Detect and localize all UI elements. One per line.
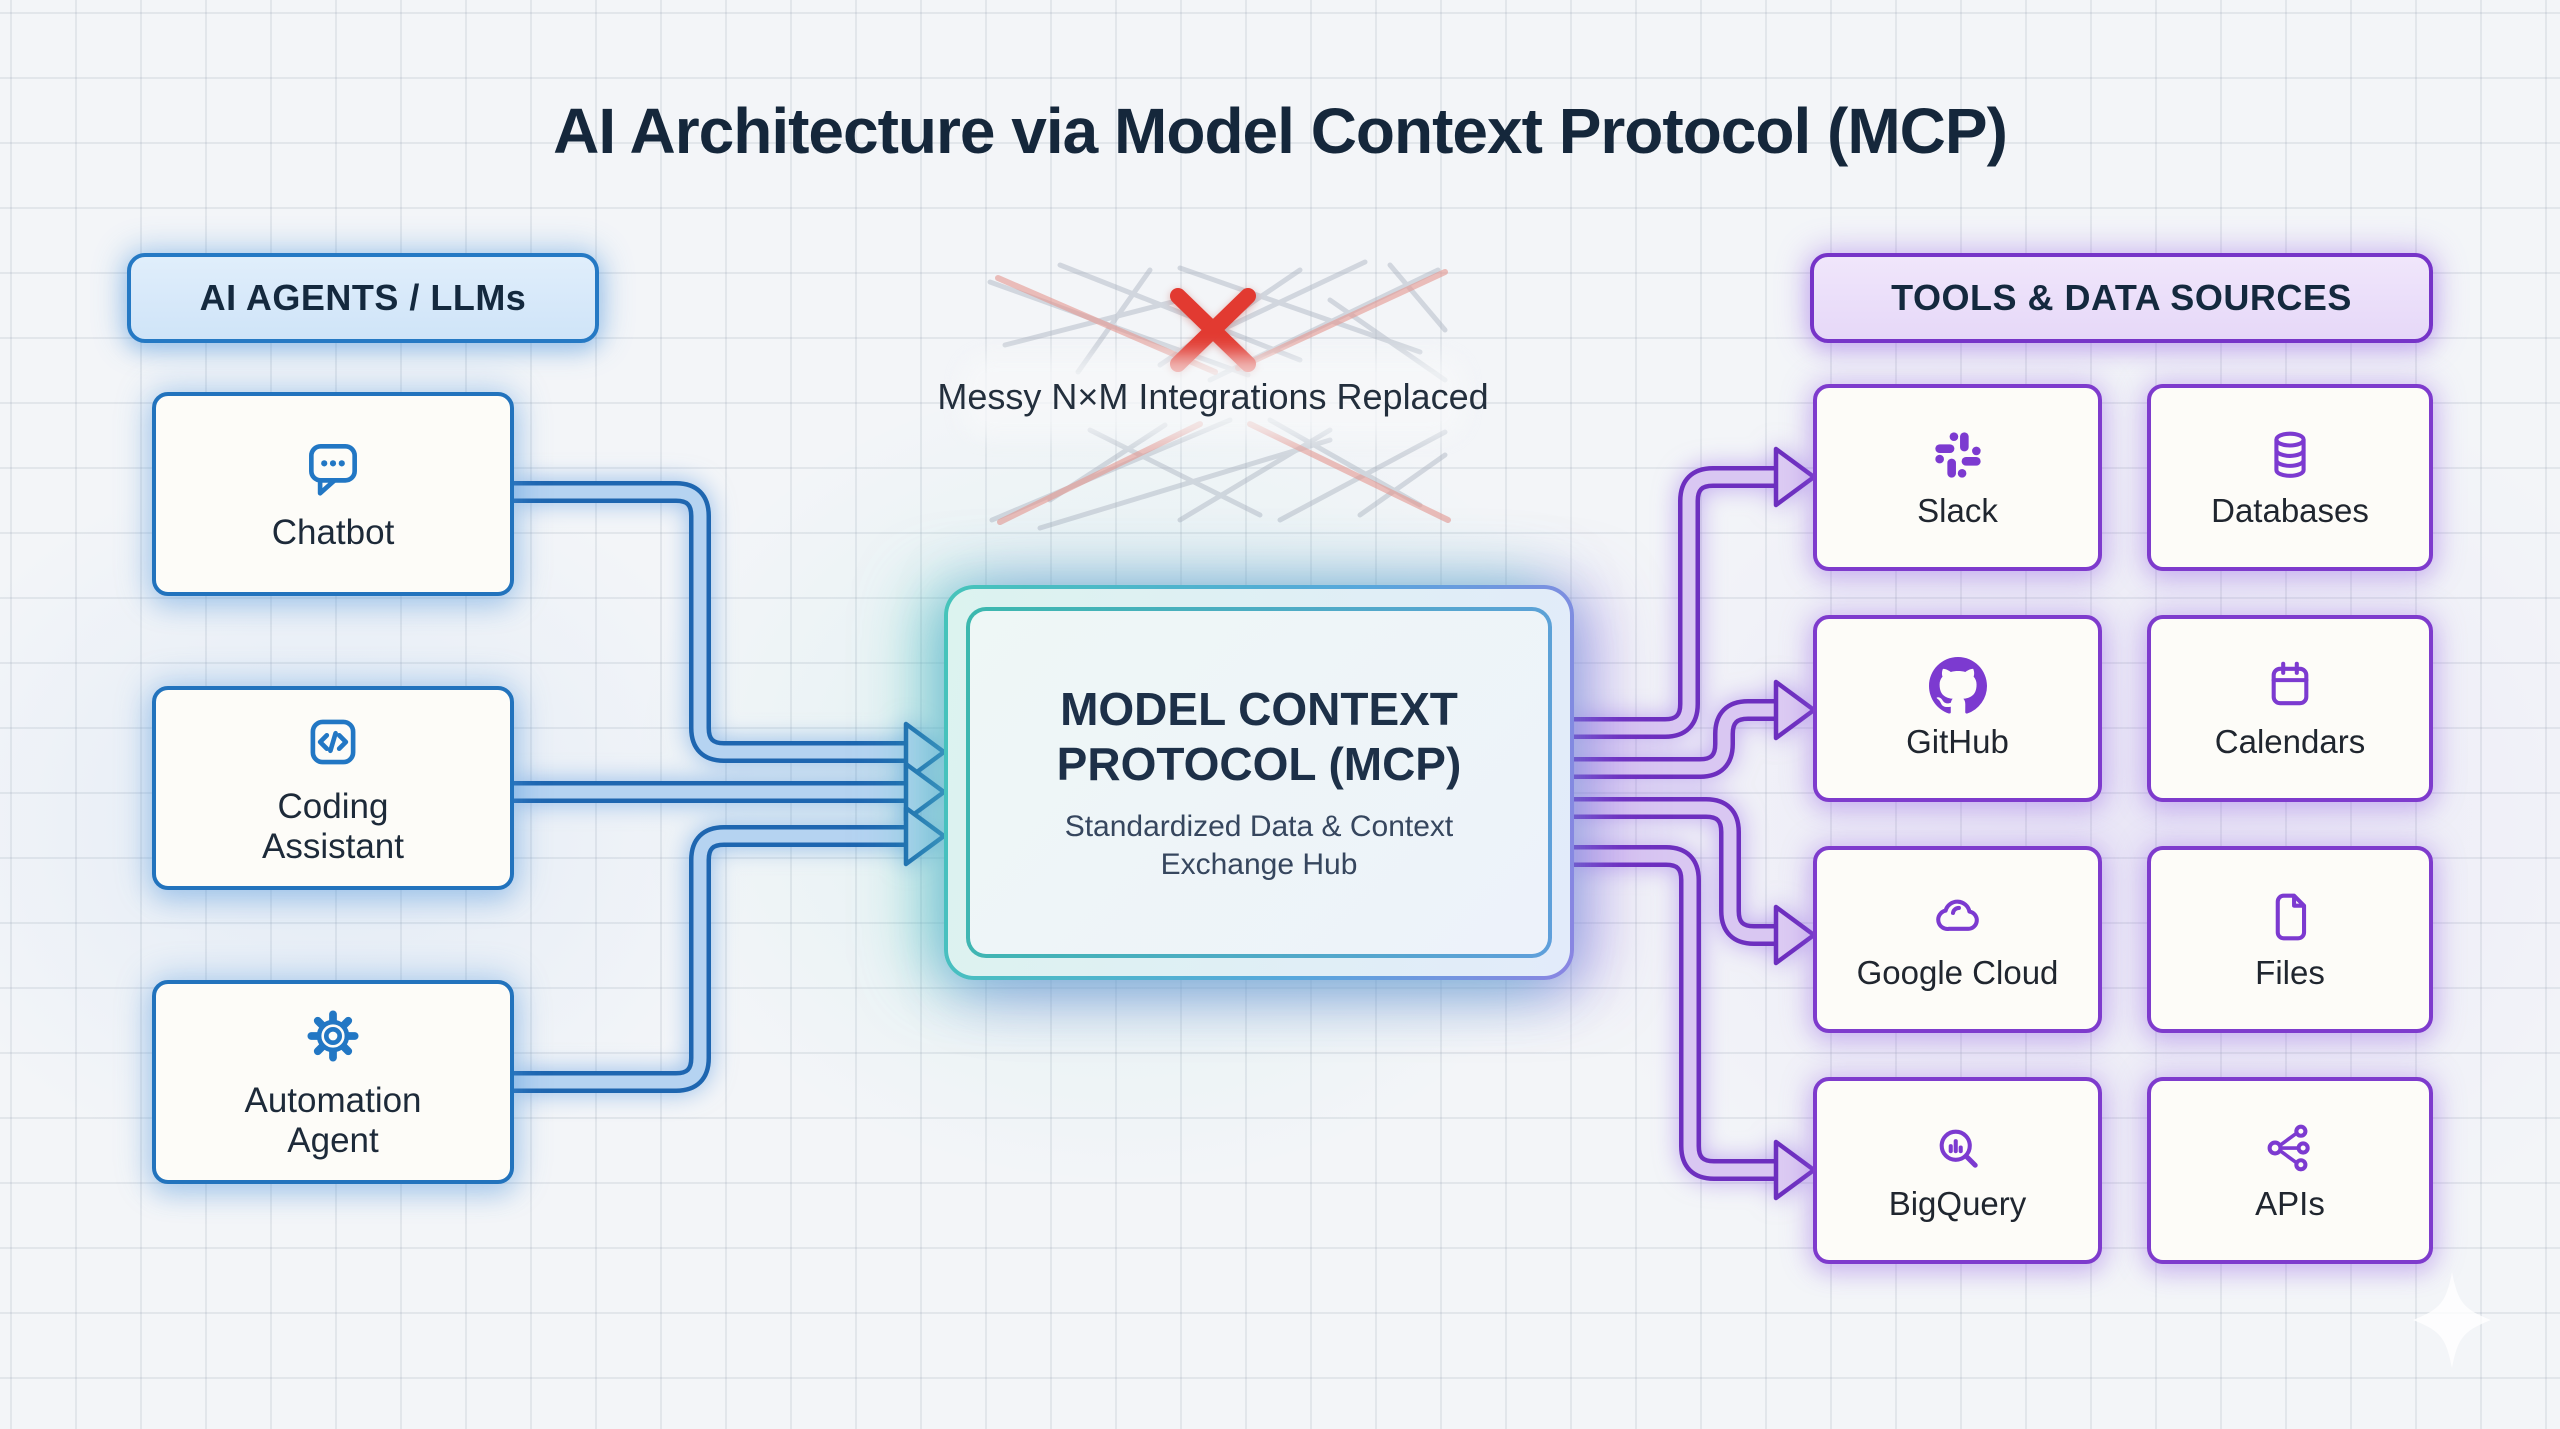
page-title: AI Architecture via Model Context Protoc… (553, 95, 2008, 167)
arrowhead-coding-to-hub (903, 761, 947, 823)
sparkle-watermark (2413, 1272, 2491, 1368)
node-label: BigQuery (1888, 1184, 2027, 1222)
node-label: Chatbot (271, 512, 395, 552)
node-github: GitHub (1813, 615, 2102, 802)
node-label: Databases (2211, 491, 2369, 529)
arrowhead-hub-to-googlecloud (1773, 904, 1817, 966)
arrowhead-hub-to-github (1773, 679, 1817, 741)
cloud-icon (1935, 899, 1979, 931)
slack-icon (1934, 431, 1981, 478)
mcp-hub-core: MODEL CONTEXT PROTOCOL (MCP) Standardize… (970, 611, 1548, 954)
node-files: Files (2147, 846, 2433, 1033)
chat-bubble-icon (309, 443, 357, 496)
hub-to-tool-arrows (1574, 446, 1817, 1201)
mcp-hub-frame: MODEL CONTEXT PROTOCOL (MCP) Standardize… (948, 589, 1570, 976)
mcp-hub-subtitle: Standardized Data & Context Exchange Hub (1064, 810, 1454, 881)
mcp-hub-title: MODEL CONTEXT PROTOCOL (MCP) (1056, 682, 1462, 790)
node-slack: Slack (1813, 384, 2102, 571)
node-chatbot: Chatbot (152, 392, 514, 596)
node-label: Automation Agent (244, 1080, 422, 1160)
node-label: APIs (2255, 1184, 2325, 1222)
arrowhead-chatbot-to-hub (903, 721, 947, 783)
bigquery-search-icon (1939, 1129, 1978, 1168)
node-label: Coding Assistant (262, 786, 404, 866)
node-databases: Databases (2147, 384, 2433, 571)
mcp-hub: MODEL CONTEXT PROTOCOL (MCP) Standardize… (944, 585, 1574, 980)
node-google-cloud: Google Cloud (1813, 846, 2102, 1033)
calendar-icon (2271, 661, 2309, 705)
node-label: Files (2255, 953, 2325, 991)
node-coding-assistant: Coding Assistant (152, 686, 514, 890)
file-icon (2275, 893, 2307, 940)
arrowhead-hub-to-slack (1773, 446, 1817, 508)
node-calendars: Calendars (2147, 615, 2433, 802)
node-label: GitHub (1906, 722, 2009, 760)
node-bigquery: BigQuery (1813, 1077, 2102, 1264)
arrowhead-hub-to-bigquery (1773, 1139, 1817, 1201)
share-nodes-icon (2267, 1124, 2310, 1171)
github-icon (1928, 656, 1987, 714)
node-label: Google Cloud (1856, 953, 2059, 991)
agents-header-label: AI AGENTS / LLMs (199, 277, 527, 318)
database-icon (2274, 431, 2306, 478)
gear-icon (307, 1010, 359, 1062)
arrowhead-automation-to-hub (903, 805, 947, 867)
node-automation-agent: Automation Agent (152, 980, 514, 1184)
mcp-hub-border: MODEL CONTEXT PROTOCOL (MCP) Standardize… (966, 607, 1552, 958)
code-icon (310, 719, 356, 765)
integration-note: Messy N×M Integrations Replaced (937, 372, 1489, 422)
node-label: Calendars (2214, 722, 2366, 760)
red-x-icon (1170, 288, 1256, 372)
node-apis: APIs (2147, 1077, 2433, 1264)
tools-header-label: TOOLS & DATA SOURCES (1891, 277, 2352, 318)
node-label: Slack (1917, 491, 1998, 529)
agents-header: AI AGENTS / LLMs (127, 253, 599, 343)
agent-to-hub-arrows (514, 481, 947, 1093)
tools-header: TOOLS & DATA SOURCES (1810, 253, 2433, 343)
